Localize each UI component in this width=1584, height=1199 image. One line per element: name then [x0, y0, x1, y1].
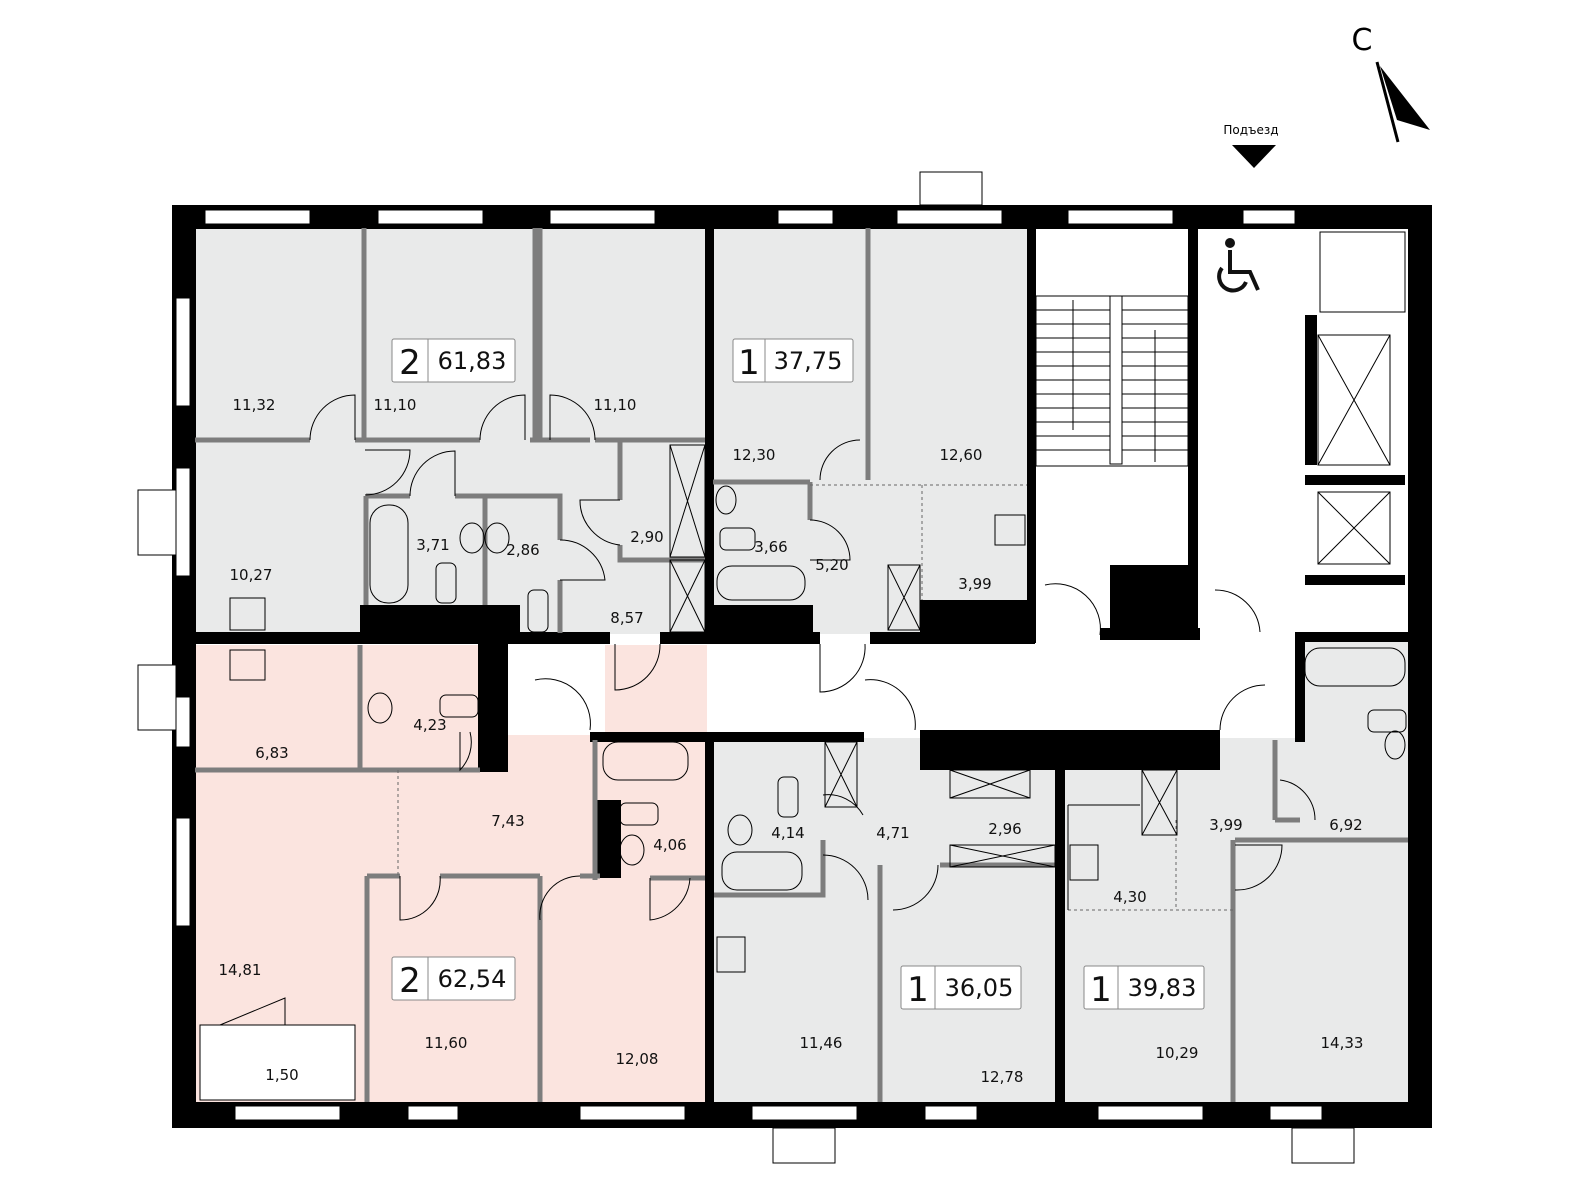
balcony	[199, 1024, 356, 1101]
room-area: 4,14	[771, 824, 804, 842]
toilet-icon	[439, 694, 479, 718]
room-area: 1,50	[265, 1066, 298, 1084]
room-labels: 11,32 11,10 11,10 10,27 3,71 2,86 2,90 8…	[219, 396, 1364, 1086]
entrance-label: Подъезд	[1223, 123, 1278, 137]
apartment-4-fill	[713, 738, 1059, 1103]
room-area: 10,29	[1156, 1044, 1199, 1062]
room-area: 4,30	[1113, 888, 1146, 906]
room-area: 3,99	[958, 575, 991, 593]
room-area: 4,23	[413, 716, 446, 734]
staircase	[1035, 295, 1189, 467]
room-count: 2	[399, 343, 421, 383]
toilet-icon	[719, 527, 756, 551]
sink-icon	[715, 485, 737, 515]
ventilation-shafts	[669, 444, 1178, 868]
room-area: 4,06	[653, 836, 686, 854]
total-area: 36,05	[945, 974, 1014, 1002]
room-area: 12,30	[733, 446, 776, 464]
room-count: 1	[1090, 970, 1112, 1010]
apartment-badge: 2 62,54	[391, 956, 516, 1001]
partitions	[195, 228, 1408, 1102]
apartment-badge: 2 61,83	[391, 338, 516, 383]
room-count: 2	[399, 961, 421, 1001]
fixtures	[229, 485, 1407, 973]
total-area: 62,54	[438, 965, 507, 993]
toilet-icon	[1367, 709, 1407, 733]
stove-icon	[716, 936, 746, 973]
stove-icon	[994, 514, 1026, 546]
toilet-icon	[527, 589, 549, 633]
stove-icon	[229, 597, 266, 631]
stove-icon	[229, 649, 266, 681]
room-area: 12,60	[940, 446, 983, 464]
room-area: 3,71	[416, 536, 449, 554]
sink-icon	[727, 814, 753, 846]
room-area: 5,20	[815, 556, 848, 574]
north-arrow-icon	[1375, 61, 1430, 143]
bathtub-icon	[716, 565, 806, 601]
doors	[219, 394, 1316, 1026]
stove-icon	[1069, 844, 1099, 881]
toilet-icon	[777, 776, 799, 818]
toilet-icon	[619, 802, 659, 826]
room-area: 11,10	[594, 396, 637, 414]
bathtub-icon	[369, 504, 409, 604]
room-area: 11,46	[800, 1034, 843, 1052]
room-area: 2,86	[506, 541, 539, 559]
sink-icon	[459, 522, 485, 554]
room-area: 10,27	[230, 566, 273, 584]
room-area: 2,90	[630, 528, 663, 546]
room-area: 3,66	[754, 538, 787, 556]
outer-walls	[172, 205, 1432, 1128]
room-area: 4,71	[876, 824, 909, 842]
windows	[137, 171, 1355, 1164]
sink-icon	[484, 522, 510, 554]
room-area: 6,92	[1329, 816, 1362, 834]
room-area: 11,60	[425, 1034, 468, 1052]
bathtub-icon	[1304, 647, 1406, 687]
room-count: 1	[907, 970, 929, 1010]
room-area: 14,33	[1321, 1034, 1364, 1052]
room-area: 6,83	[255, 744, 288, 762]
apartment-2-fill	[713, 228, 1029, 634]
apartment-badge: 1 37,75	[732, 338, 854, 383]
wheelchair-icon	[1217, 238, 1260, 293]
apartment-fills	[195, 228, 1410, 1103]
room-area: 12,08	[616, 1050, 659, 1068]
total-area: 39,83	[1128, 974, 1197, 1002]
room-area: 14,81	[219, 961, 262, 979]
room-area: 11,10	[374, 396, 417, 414]
room-count: 1	[738, 343, 760, 383]
room-area: 11,32	[233, 396, 276, 414]
apartment-1-fill	[195, 228, 707, 634]
bathtub-icon	[721, 851, 803, 891]
total-area: 61,83	[438, 347, 507, 375]
room-area: 7,43	[491, 812, 524, 830]
apartment-5-fill	[1065, 738, 1410, 1103]
sink-icon	[619, 834, 645, 866]
total-area: 37,75	[774, 347, 843, 375]
apartment-badge: 1 36,05	[900, 965, 1022, 1010]
bathtub-icon	[602, 741, 689, 781]
entrance-arrow-icon	[1232, 145, 1276, 168]
room-dividers	[397, 484, 1233, 911]
room-area: 8,57	[610, 609, 643, 627]
sink-icon	[367, 692, 393, 724]
north-label: С	[1352, 23, 1373, 58]
apartment-badge: 1 39,83	[1083, 965, 1205, 1010]
room-area: 2,96	[988, 820, 1021, 838]
sink-icon	[1384, 730, 1406, 760]
elevators	[1305, 231, 1406, 585]
room-area: 12,78	[981, 1068, 1024, 1086]
room-area: 3,99	[1209, 816, 1242, 834]
toilet-icon	[435, 562, 457, 604]
